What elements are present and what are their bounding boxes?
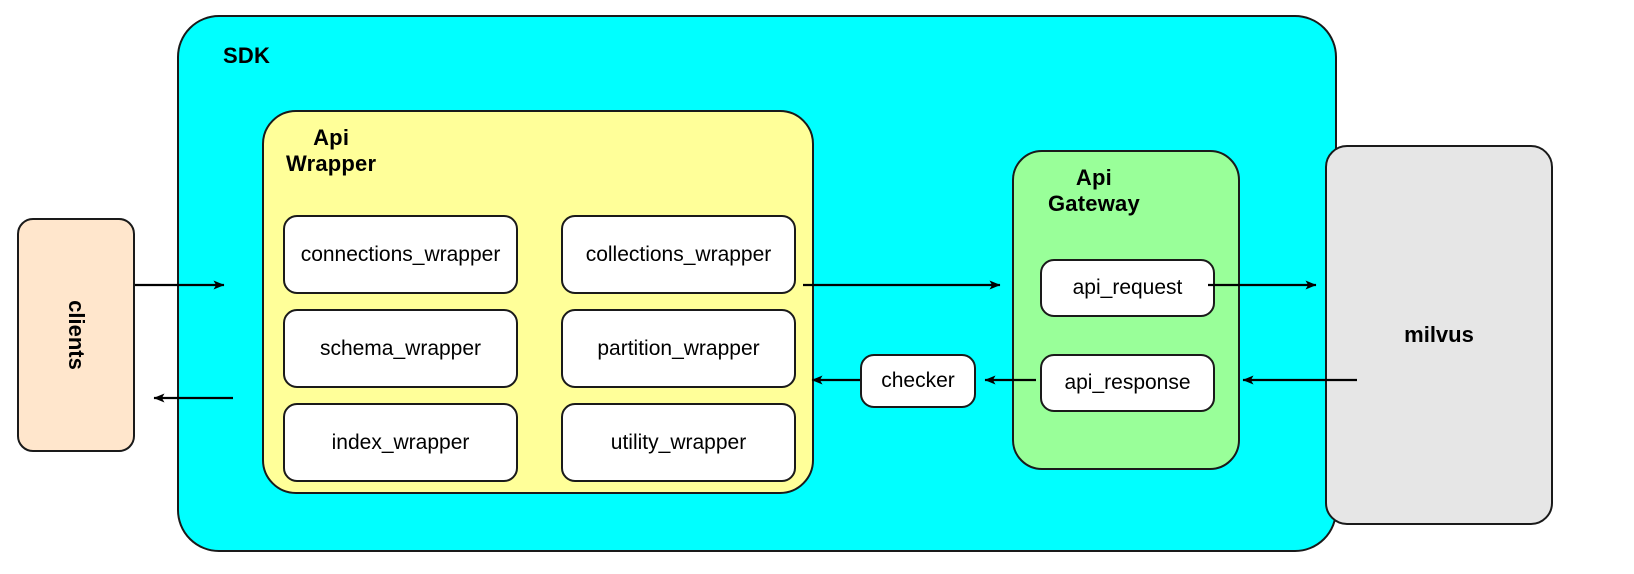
node-milvus[interactable]: milvus <box>1325 145 1553 525</box>
node-api-request-label: api_request <box>1072 276 1183 299</box>
container-sdk-label: SDK <box>223 43 271 68</box>
node-partition-wrapper[interactable]: partition_wrapper <box>561 309 796 388</box>
container-sdk[interactable]: SDK Api Wrapper connections_wrapper coll… <box>177 15 1337 552</box>
node-clients-label: clients <box>63 300 89 370</box>
node-milvus-label: milvus <box>1404 322 1474 347</box>
node-utility-wrapper-label: utility_wrapper <box>610 430 747 454</box>
node-api-response-label: api_response <box>1064 371 1191 394</box>
node-connections-wrapper[interactable]: connections_wrapper <box>283 215 518 294</box>
container-api-gateway[interactable]: Api Gateway api_request api_response <box>1012 150 1240 470</box>
node-collections-wrapper-label: collections_wrapper <box>585 242 772 266</box>
node-index-wrapper-label: index_wrapper <box>331 430 470 454</box>
node-partition-wrapper-label: partition_wrapper <box>597 336 760 360</box>
container-api-gateway-label: Api Gateway <box>1048 165 1140 217</box>
node-api-request[interactable]: api_request <box>1040 259 1215 317</box>
node-connections-wrapper-label: connections_wrapper <box>300 242 501 266</box>
node-checker[interactable]: checker <box>860 354 976 408</box>
node-schema-wrapper[interactable]: schema_wrapper <box>283 309 518 388</box>
node-index-wrapper[interactable]: index_wrapper <box>283 403 518 482</box>
node-schema-wrapper-label: schema_wrapper <box>319 336 482 360</box>
container-api-wrapper-label: Api Wrapper <box>286 125 377 177</box>
container-api-wrapper[interactable]: Api Wrapper connections_wrapper collecti… <box>262 110 814 494</box>
node-api-response[interactable]: api_response <box>1040 354 1215 412</box>
node-collections-wrapper[interactable]: collections_wrapper <box>561 215 796 294</box>
node-clients[interactable]: clients <box>17 218 135 452</box>
node-checker-label: checker <box>881 369 955 392</box>
node-utility-wrapper[interactable]: utility_wrapper <box>561 403 796 482</box>
